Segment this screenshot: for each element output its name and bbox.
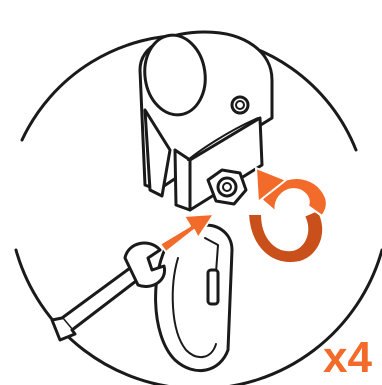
hex-nut-icon — [208, 170, 246, 204]
wrench-icon — [52, 243, 165, 340]
pipe-clamp-icon — [140, 31, 272, 210]
quantity-label: x4 — [323, 333, 372, 382]
rotate-clockwise-icon — [248, 168, 327, 263]
